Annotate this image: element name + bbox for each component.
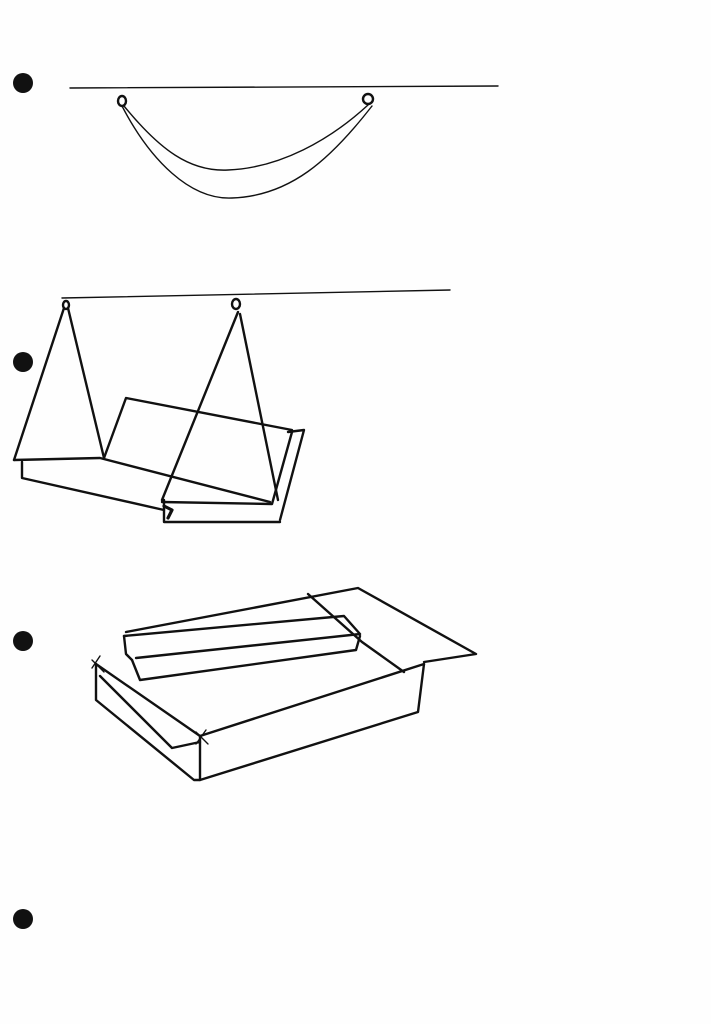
strap-left-outer xyxy=(14,308,64,460)
hammock-inner-curve xyxy=(124,105,368,170)
ceiling-line xyxy=(62,290,450,298)
sheet-fold-side xyxy=(280,430,304,520)
box-front-face xyxy=(200,664,424,780)
ceiling-line xyxy=(70,86,498,88)
hammock-outer-curve xyxy=(122,106,372,198)
sheet-top-edge xyxy=(126,588,476,662)
hook-right xyxy=(232,299,240,309)
bar-front xyxy=(132,636,360,680)
box-left-face xyxy=(96,664,200,780)
sketch-box xyxy=(92,588,476,780)
box-left-inner xyxy=(100,676,200,748)
sketch-hanging-sheet xyxy=(14,290,450,522)
hook-left xyxy=(118,96,126,106)
sheet-front-edge xyxy=(14,458,270,502)
hook-right xyxy=(363,94,373,104)
strap-left-inner xyxy=(68,308,104,458)
sketch-hammock xyxy=(70,86,498,198)
bar-end xyxy=(124,636,132,660)
bar-top xyxy=(124,616,360,658)
strap-right-inner xyxy=(240,314,278,500)
cross-mark xyxy=(196,730,208,744)
